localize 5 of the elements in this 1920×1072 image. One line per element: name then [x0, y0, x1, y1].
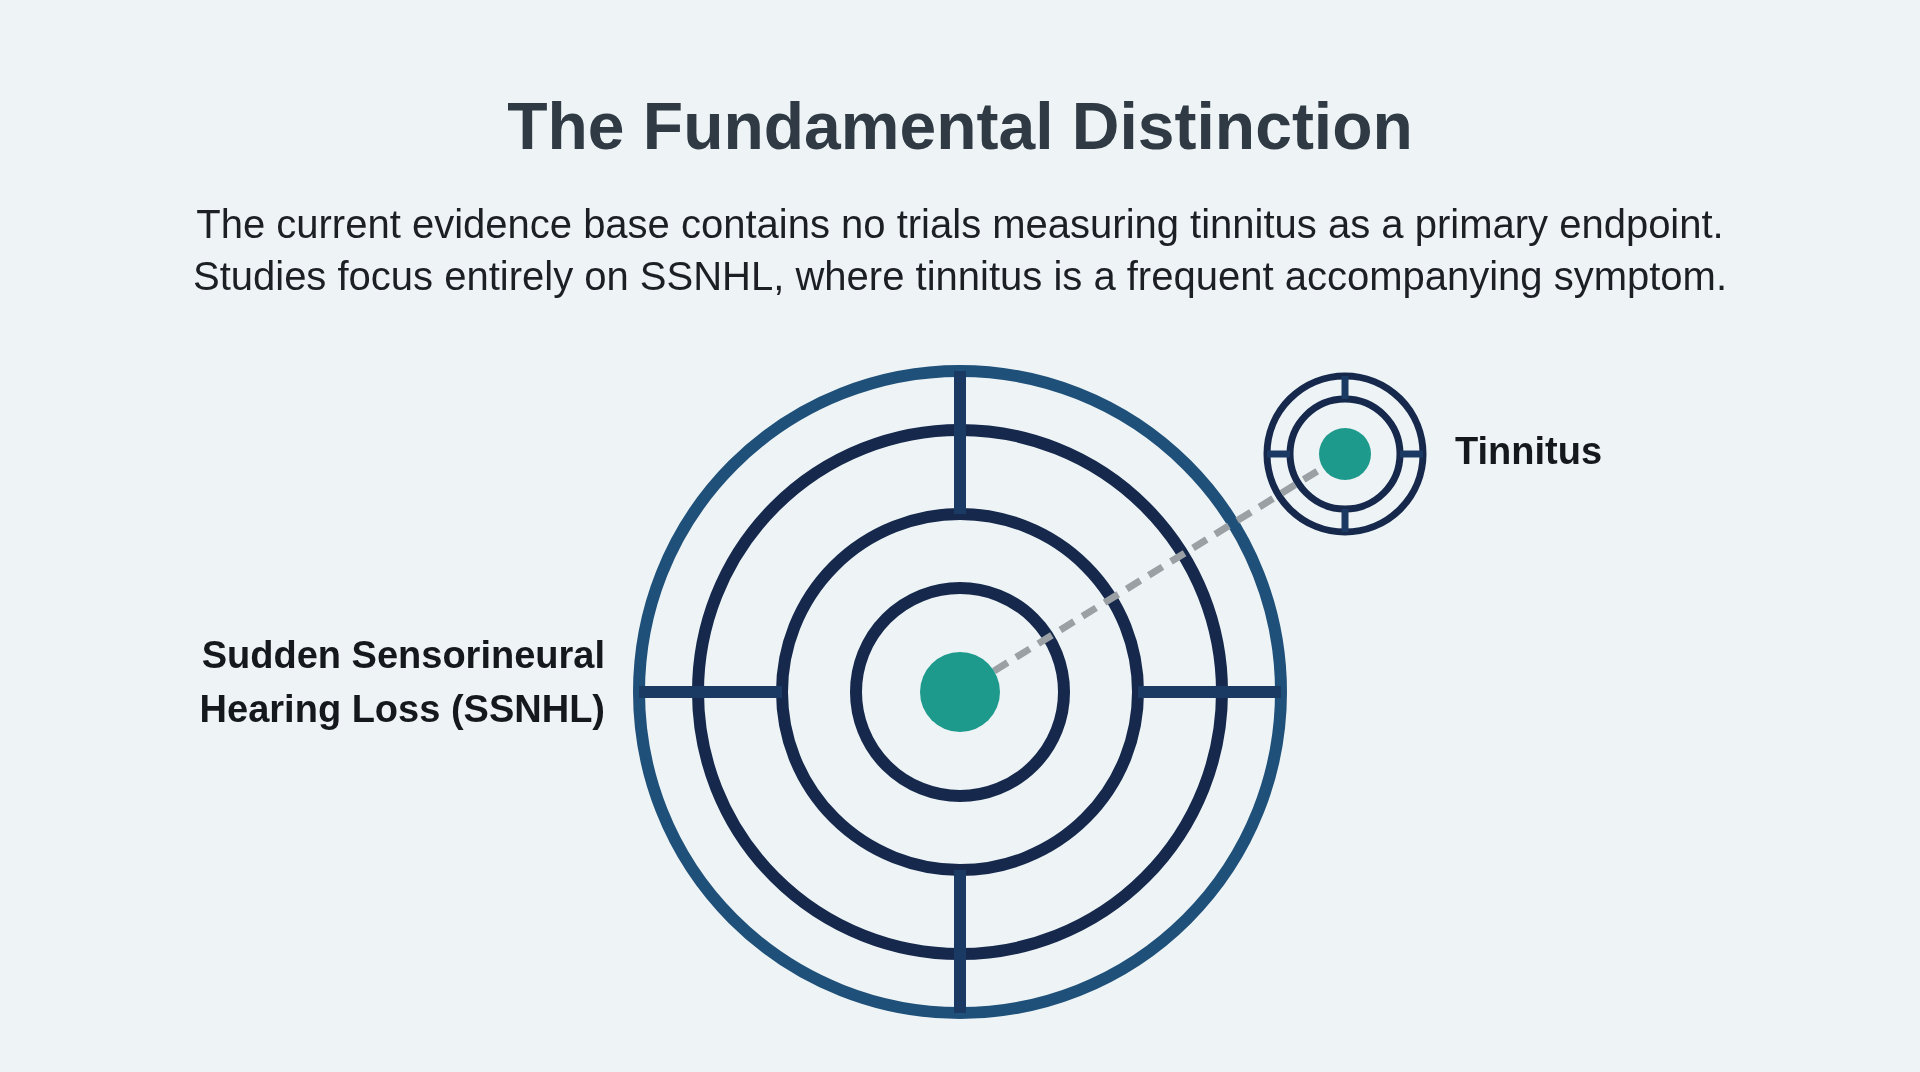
title: The Fundamental Distinction	[506, 88, 1414, 164]
target-center-dot	[1319, 428, 1371, 480]
target-label: Sudden Sensorineural Hearing Loss (SSNHL)	[198, 633, 605, 732]
target-label: Tinnitus	[1455, 429, 1604, 474]
subtitle-paragraph: The current evidence base contains no trials measuring tinnitus as a primary endpoint. Studies focus entirely on SSNHL, where tinnitus is a frequent accompanying symptom.	[191, 201, 1729, 300]
